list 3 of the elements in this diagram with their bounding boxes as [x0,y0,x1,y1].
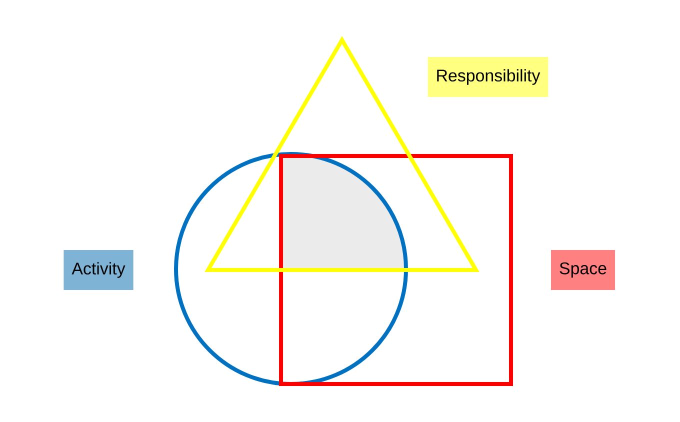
label-box: Activity [64,250,134,290]
label-box: Space [551,250,616,290]
label-box: Responsibility [428,57,548,97]
